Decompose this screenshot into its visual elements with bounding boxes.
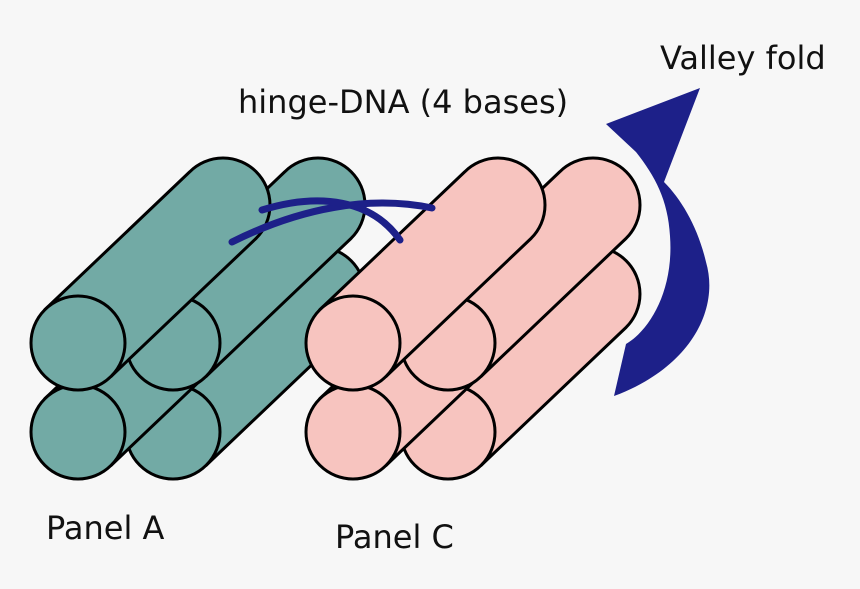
panel-a-label: Panel A <box>46 509 165 547</box>
panel-a-bundle <box>29 156 367 481</box>
panel-c-label: Panel C <box>335 518 454 556</box>
hinge-dna-label: hinge-DNA (4 bases) <box>238 83 569 121</box>
valley-fold-label: Valley fold <box>660 39 826 77</box>
hinge-strand-2 <box>258 197 404 244</box>
panel-a-helix-top-left <box>29 156 272 392</box>
panel-c-helix-top-left <box>304 156 547 392</box>
hinge-dna-strands <box>228 197 436 246</box>
panel-c-bundle <box>304 156 642 481</box>
panel-c-helix-bottom-left-end <box>304 383 402 481</box>
fold-arrow-shape <box>606 88 710 396</box>
panel-a-helix-top-left-end <box>29 294 127 392</box>
hinge-strand-1 <box>228 199 436 246</box>
panel-a-helix-bottom-left-end <box>29 383 127 481</box>
panel-c-helix-top-left-end <box>304 294 402 392</box>
valley-fold-arrow <box>606 88 710 396</box>
